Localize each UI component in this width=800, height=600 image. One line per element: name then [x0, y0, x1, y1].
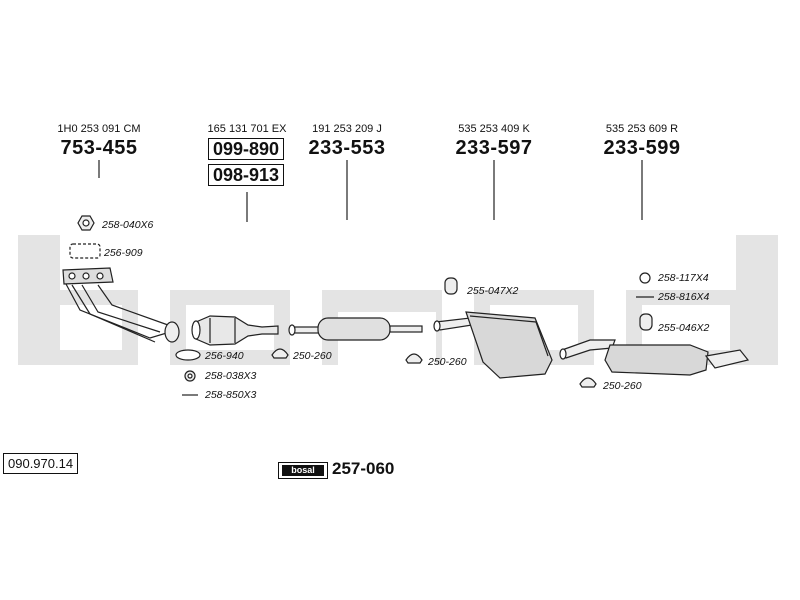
accessory-label: 258-850X3 [205, 389, 257, 401]
accessory-label: 250-260 [293, 350, 332, 362]
oem-number: 165 131 701 EX [207, 123, 287, 135]
accessory-label: 250-260 [603, 380, 642, 392]
accessory-label: 256-909 [104, 247, 143, 259]
clamp-icon-3 [579, 377, 597, 388]
manifold-part [62, 267, 180, 343]
accessory-label: 258-038X3 [205, 370, 257, 382]
part-number: 233-553 [308, 137, 386, 159]
brand-part-number: 257-060 [332, 459, 395, 478]
brand-logo: bosal [278, 462, 328, 479]
ring-gasket-icon [175, 349, 201, 361]
accessory-label: 258-117X4 [658, 272, 709, 284]
rubber-mount-icon-2 [639, 313, 653, 331]
accessory-label: 250-260 [428, 356, 467, 368]
part-number: 753-455 [60, 137, 138, 159]
accessory-label: 255-046X2 [658, 322, 710, 334]
catalog-number: 090.970.14 [3, 453, 79, 474]
gasket-icon [69, 243, 101, 259]
catalyst-part [191, 315, 279, 346]
oem-number: 191 253 209 J [312, 123, 382, 135]
brand-logo-text: bosal [282, 465, 324, 476]
accessory-label: 256-940 [205, 350, 244, 362]
oem-number: 535 253 409 K [458, 123, 530, 135]
rubber-mount-icon [444, 277, 458, 295]
accessory-icons [69, 215, 654, 396]
accessory-label: 258-816X4 [658, 291, 710, 303]
rear-silencer-part [433, 311, 553, 379]
accessory-label: 255-047X2 [467, 285, 519, 297]
washer-icon [639, 272, 651, 284]
part-number-boxed: 099-890 [208, 138, 285, 160]
accessory-label: 258-040X6 [102, 219, 154, 231]
clamp-icon-2 [405, 353, 423, 364]
part-number: 233-599 [603, 137, 681, 159]
part-number: 233-597 [455, 137, 533, 159]
leader-lines [98, 160, 643, 222]
clamp-icon [271, 348, 289, 359]
middle-silencer-part [288, 317, 423, 341]
oem-number: 535 253 609 R [605, 123, 679, 135]
end-silencer-part [559, 339, 750, 376]
oem-number: 1H0 253 091 CM [57, 123, 141, 135]
part-number-boxed: 098-913 [208, 164, 285, 186]
